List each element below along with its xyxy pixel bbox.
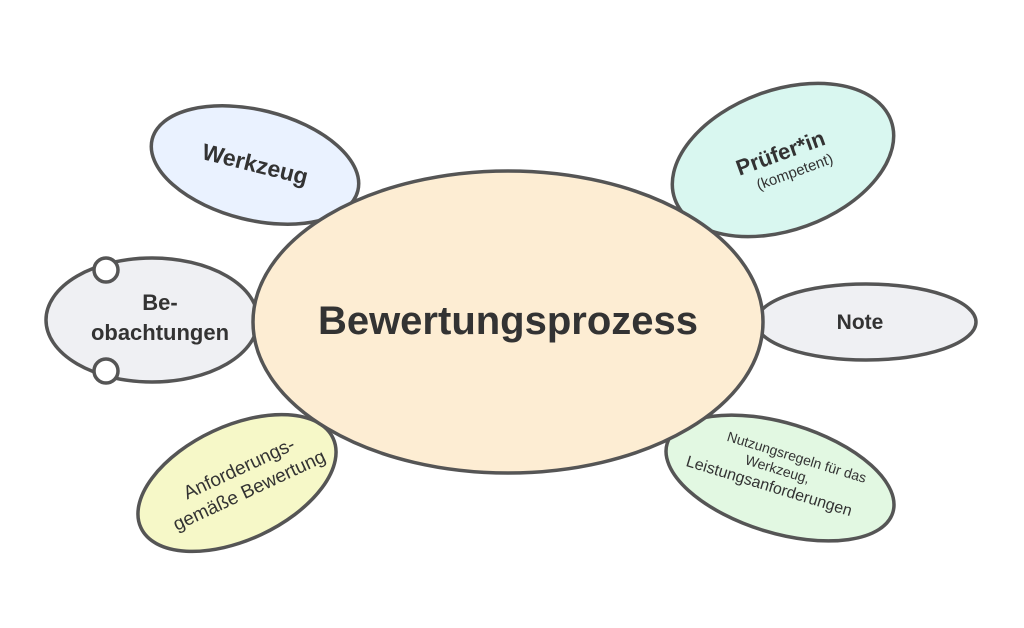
node-anforderungen: Anforderungs- gemäße Bewertung: [136, 412, 338, 554]
node-beobachtungen: Be- obachtungen: [44, 256, 260, 385]
node-pruefer: Prüfer*in (kompetent): [670, 81, 896, 239]
node-nutzungsregeln: Nutzungsregeln für das Werkzeug, Leistun…: [664, 413, 896, 543]
node-werkzeug: Werkzeug: [149, 104, 361, 226]
connector-handle-bottom: [92, 357, 120, 385]
node-note: Note: [754, 282, 978, 362]
connector-handle-top: [92, 256, 120, 284]
center-label: Bewertungsprozess: [318, 299, 698, 343]
beobachtungen-line2: obachtungen: [91, 320, 229, 345]
node-center: Bewertungsprozess: [251, 169, 765, 475]
beobachtungen-line1: Be-: [142, 290, 177, 315]
note-label: Note: [837, 311, 884, 334]
